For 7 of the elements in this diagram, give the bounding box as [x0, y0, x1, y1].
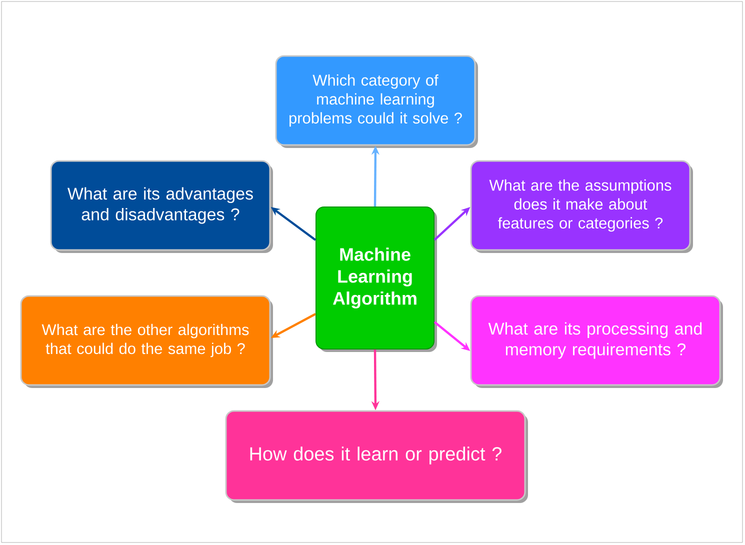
question-box: How does it learn or predict ?: [225, 410, 528, 503]
question-box: What are its processing and memory requirements ?: [470, 295, 723, 388]
question-box: What are its advantages and disadvantages ?: [50, 160, 273, 253]
question-box: What are the assumptions does it make about features or categories ?: [470, 160, 693, 253]
center-box: Machine Learning Algorithm: [316, 206, 437, 352]
question-box: What are the other algorithms that could do the same job ?: [20, 295, 273, 388]
question-box: Which category of machine learning problems could it solve ?: [275, 55, 478, 148]
